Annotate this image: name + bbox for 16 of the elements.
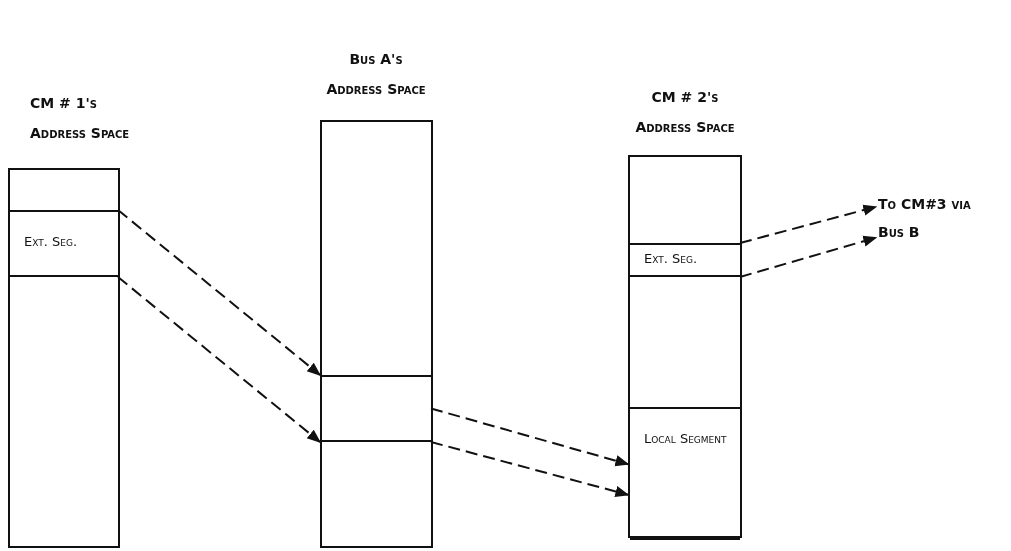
column-heading: CM # 1's Address Space	[30, 94, 130, 143]
dashed-arrow	[430, 407, 630, 467]
segment-label: Ext. Seg.	[644, 251, 698, 266]
column-heading: CM # 2's Address Space	[635, 88, 735, 137]
note-text: To CM#3 via Bus B	[878, 190, 973, 246]
dashed-arrow	[739, 204, 878, 244]
column-heading: Bus A's Address Space	[326, 50, 426, 99]
dashed-arrow	[739, 235, 878, 278]
memory-segment	[10, 210, 118, 277]
dashed-arrow	[430, 441, 630, 497]
dashed-arrow	[117, 209, 322, 376]
memory-segment	[630, 243, 740, 277]
memory-segment	[630, 407, 740, 540]
segment-label: Ext. Seg.	[24, 234, 78, 249]
segment-label: Local Segment	[644, 431, 727, 446]
dashed-arrow	[117, 276, 322, 443]
